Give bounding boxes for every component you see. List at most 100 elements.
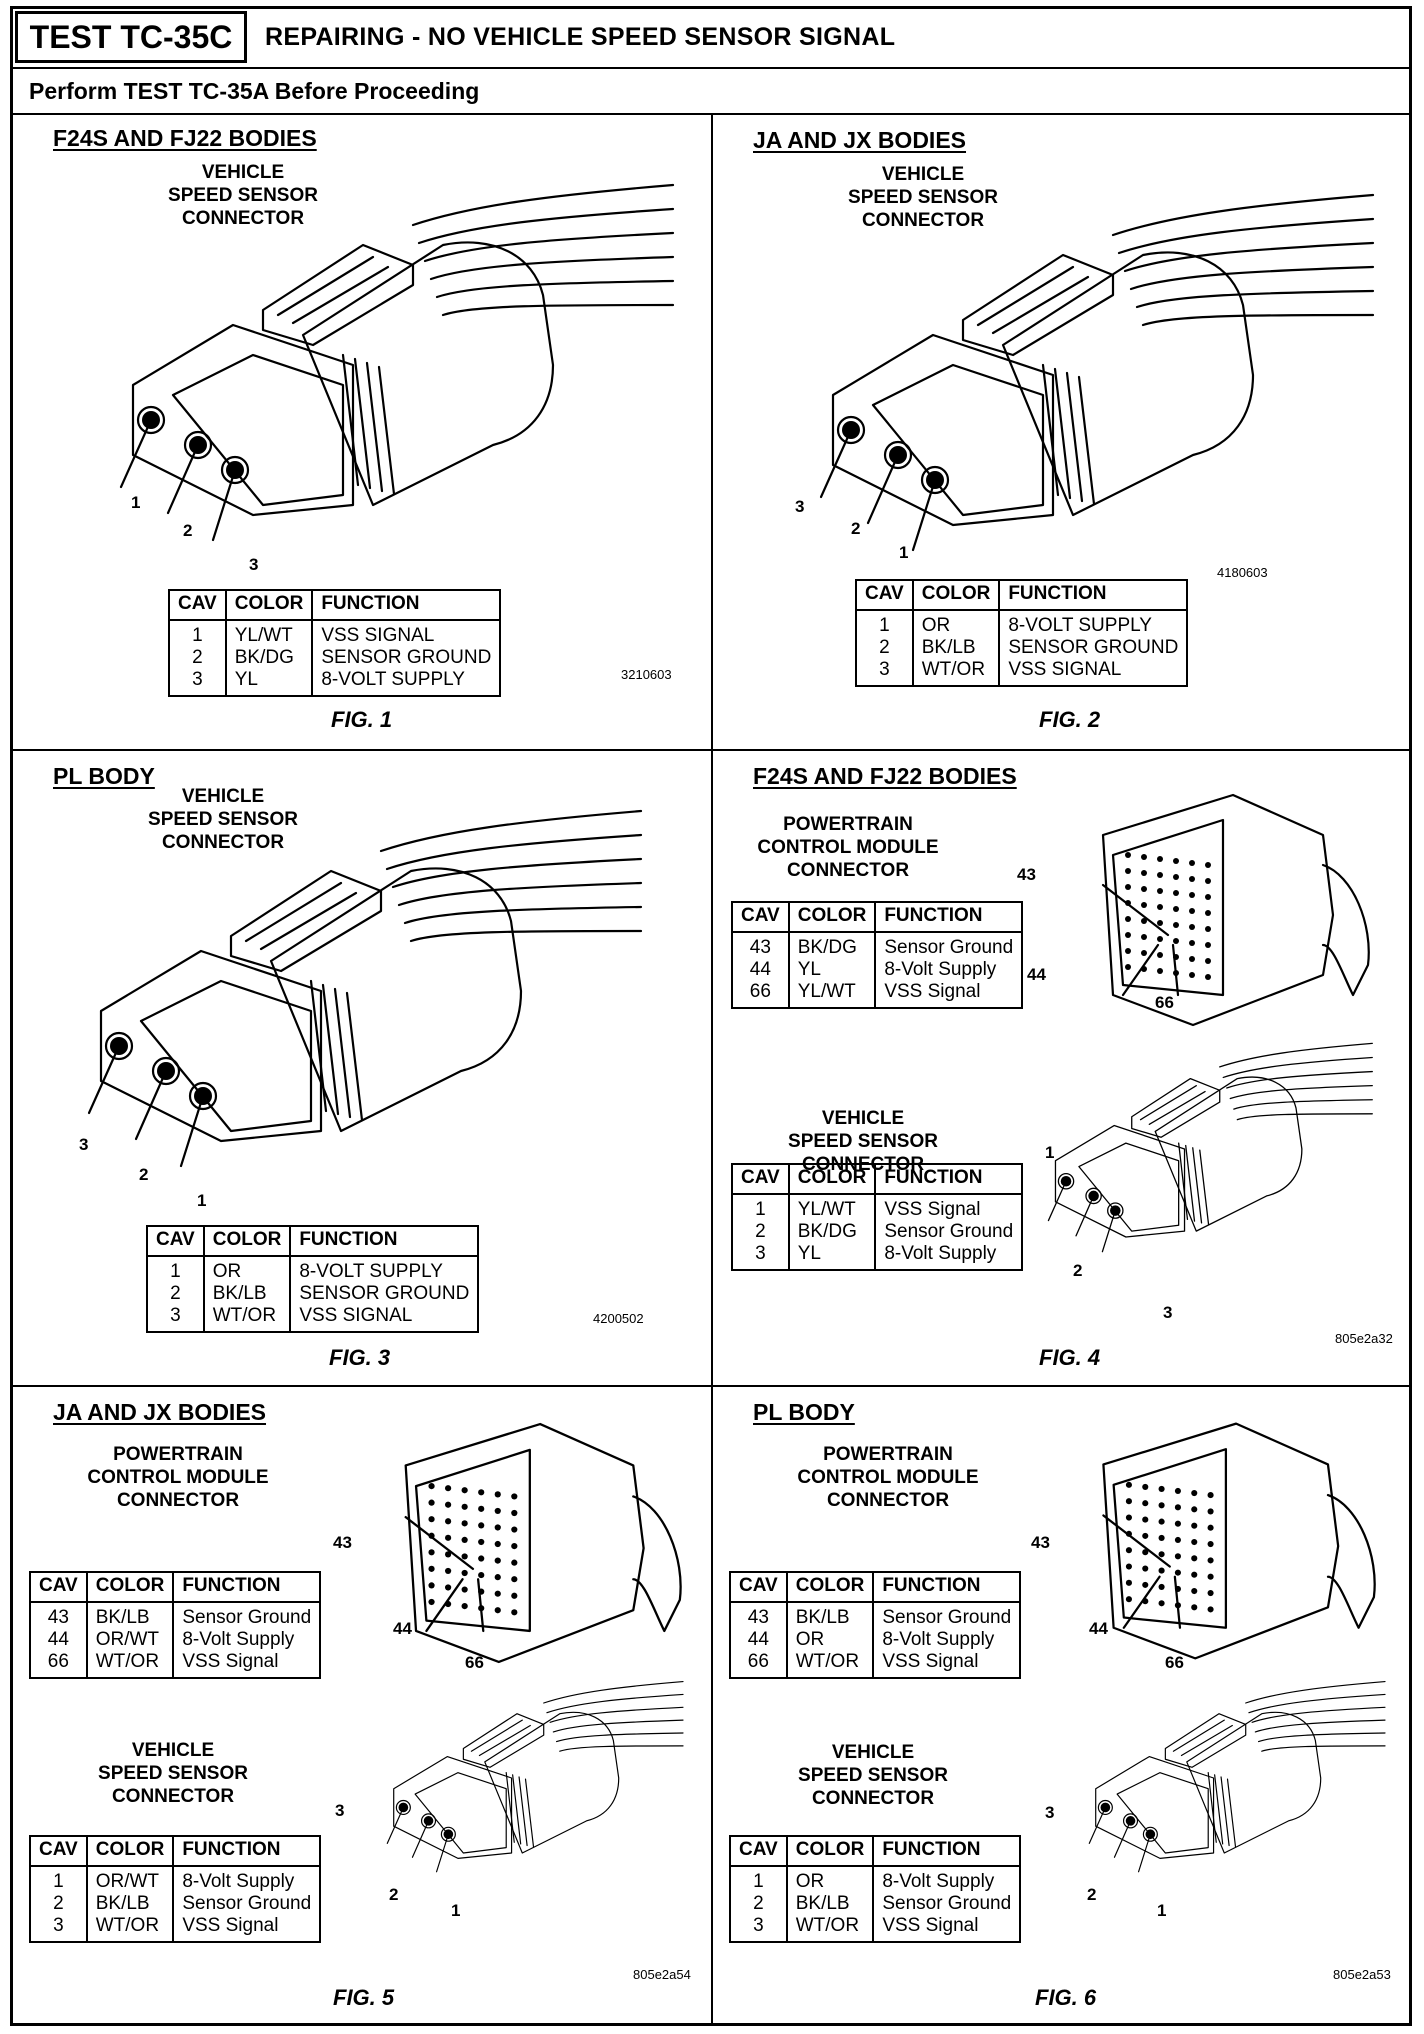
face-inset [414, 1772, 507, 1854]
vss-connector-drawing [386, 1680, 684, 1873]
figure-caption: FIG. 1 [331, 707, 393, 732]
pcm-pin [1141, 854, 1147, 860]
panel-title: PL BODY [53, 763, 155, 789]
connector-face [393, 1755, 513, 1859]
pcm-pin [1189, 924, 1195, 930]
pcm-pin [1158, 1600, 1165, 1607]
cell-color: OR [203, 1256, 292, 1283]
cell-color: OR [786, 1866, 875, 1893]
pcm-pin [1173, 874, 1179, 880]
pcm-pin [1207, 1524, 1214, 1531]
wire-line [1257, 1732, 1386, 1743]
pcm-latch [1326, 1493, 1376, 1629]
cavity-ring [920, 465, 950, 495]
cell-color: BK/LB [86, 1893, 175, 1915]
connector-face [131, 323, 355, 517]
panel-fig2: JA AND JX BODIES VEHICLE SPEED SENSOR CO… [713, 115, 1409, 749]
column-header-cav: CAV [856, 580, 914, 611]
pcm-pin [428, 1549, 435, 1556]
wire-line [1222, 1056, 1373, 1079]
pcm-pin [1205, 926, 1211, 932]
pcm-pin [511, 1509, 518, 1517]
cell-color: YL [788, 959, 877, 981]
cell-function: 8-VOLT SUPPLY [321, 669, 465, 690]
rib-line [1214, 1774, 1224, 1845]
cell-function: Sensor Ground [884, 1221, 1014, 1242]
pcm-pin [1141, 934, 1147, 940]
pcm-pin [1207, 1589, 1214, 1597]
cavity-ring [220, 455, 250, 485]
connector-body [1001, 251, 1255, 517]
panel-fig5: JA AND JX BODIES POWERTRAIN CONTROL MODU… [13, 1387, 711, 2023]
cell-cav: 1 [732, 1194, 790, 1221]
pcm-housing [404, 1422, 645, 1664]
cavity-ring [104, 1031, 134, 1061]
pcm-pin [1141, 918, 1147, 924]
panel-title: PL BODY [753, 1399, 855, 1425]
cell-color: OR [786, 1629, 875, 1651]
cavity-ring [395, 1799, 411, 1816]
rib-line [333, 987, 352, 1119]
cell-function: 8-VOLT SUPPLY [1008, 615, 1152, 636]
wire-line [1229, 1084, 1373, 1100]
service-manual-page: TEST TC-35C REPAIRING - NO VEHICLE SPEED… [10, 6, 1412, 2026]
pin-label: 3 [249, 555, 259, 574]
cell-function: VSS Signal [884, 981, 981, 1002]
pcm-pin [1205, 862, 1211, 868]
cavity-ring [440, 1826, 456, 1842]
cell-color: YL [225, 669, 314, 696]
pin-label: 44 [393, 1619, 412, 1638]
cell-color: BK/DG [225, 647, 314, 669]
pin-leader [119, 418, 153, 489]
pin-label: 1 [1157, 1901, 1167, 1920]
pcm-pin [1205, 878, 1211, 884]
cavity-ring [1122, 1813, 1139, 1829]
pin-leader [1088, 1806, 1106, 1844]
vss-connector-label: VEHICLE SPEED SENSOR CONNECTOR [798, 1742, 948, 1809]
wire-line [429, 255, 675, 281]
cell-color: WT/OR [203, 1305, 292, 1332]
cell-color: OR/WT [86, 1866, 175, 1893]
panel-title: JA AND JX BODIES [753, 127, 967, 153]
cell-cav: 43 [732, 932, 790, 959]
vss-connector-drawing [1047, 1042, 1373, 1253]
connector-face [99, 949, 323, 1143]
pcm-pin [478, 1555, 485, 1562]
grid-divider-row1 [13, 749, 1409, 751]
pcm-pin [1158, 1518, 1165, 1525]
rib-line [377, 365, 396, 496]
pcm-pin [445, 1551, 452, 1558]
panel-fig1: F24S AND FJ22 BODIES VEHICLE SPEED SENSO… [13, 115, 711, 749]
pcm-pin [1125, 852, 1131, 858]
pin-label: 2 [139, 1165, 149, 1184]
pin-label: 43 [1031, 1533, 1050, 1552]
pin-leader [1173, 1575, 1182, 1629]
pin-label: 66 [465, 1653, 484, 1672]
pcm-pin [428, 1516, 435, 1523]
pin-leader [411, 1820, 430, 1858]
pcm-pin [494, 1540, 501, 1548]
face-inset [171, 353, 345, 507]
pcm-pin [511, 1559, 518, 1566]
column-header-function: FUNCTION [312, 590, 501, 621]
wire-line [423, 231, 675, 263]
pin-label: 3 [1163, 1303, 1173, 1322]
cell-color: WT/OR [786, 1651, 875, 1678]
figure-reference: 805e2a53 [1333, 1967, 1391, 1982]
rib-line [1053, 367, 1072, 500]
pcm-pin [478, 1505, 485, 1512]
pcm-pin [511, 1609, 518, 1616]
wire-line [379, 809, 643, 853]
page-title: REPAIRING - NO VEHICLE SPEED SENSOR SIGN… [265, 23, 896, 51]
pcm-pin [1207, 1606, 1214, 1613]
cell-cav: 44 [732, 959, 790, 981]
cell-function: 8-Volt Supply [882, 1629, 995, 1650]
